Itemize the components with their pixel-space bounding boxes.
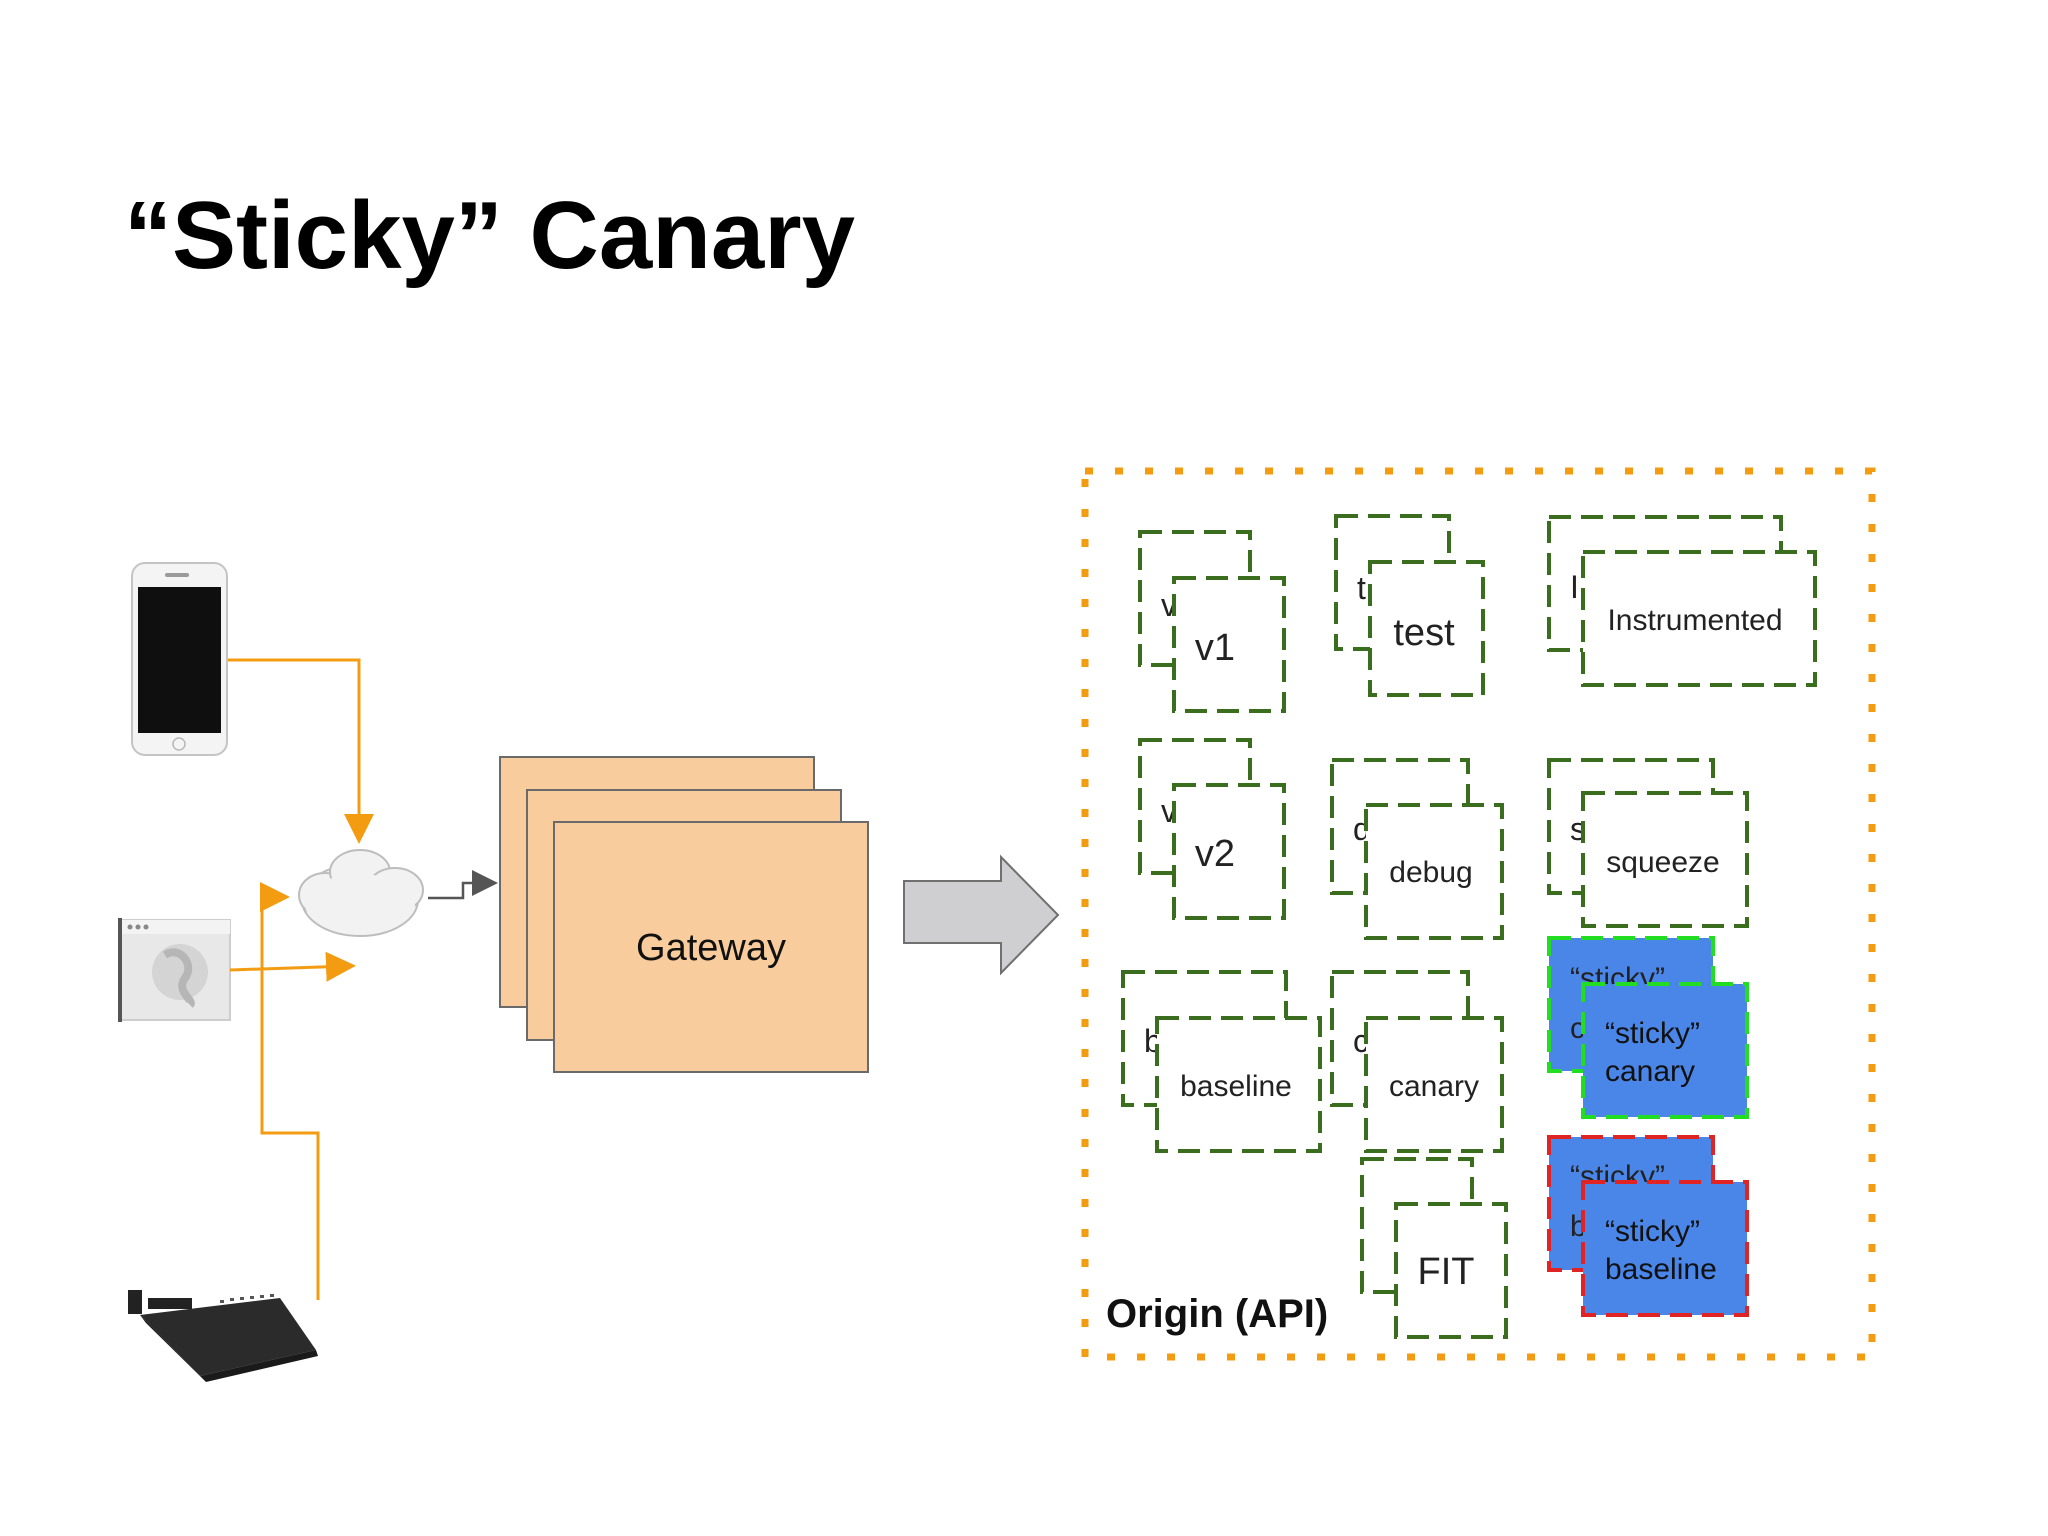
cluster-instrumented-back-stub: I [1570,569,1579,605]
gateway-to-origin-arrow [903,854,1060,976]
sticky-canary-line1: “sticky” [1605,1017,1700,1050]
cluster-fit-label: FIT [1418,1251,1475,1293]
cluster-instrumented-label: Instrumented [1607,604,1782,637]
gateway-label: Gateway [636,927,786,969]
origin-label: Origin (API) [1106,1292,1328,1336]
slide-title: “Sticky” Canary [124,182,856,289]
origin-boundary [1081,467,1876,1361]
cluster-fit [1360,1157,1508,1339]
cluster-squeeze-label: squeeze [1606,846,1719,879]
cloud-to-gateway-connector [428,870,498,900]
phone-icon [131,562,228,756]
cluster-sticky-baseline: “sticky” b “sticky” baseline [1547,1135,1749,1317]
sticky-baseline-line1: “sticky” [1605,1215,1700,1248]
browser-window-icon [118,918,231,1022]
cluster-test-label: test [1393,612,1455,654]
sticky-canary-line2: canary [1605,1055,1695,1088]
cluster-sticky-canary: “sticky” c “sticky” canary [1547,936,1749,1119]
cluster-test-back-stub: t [1357,570,1366,606]
sticky-baseline-line2: baseline [1605,1253,1717,1286]
cluster-canary-label: canary [1389,1070,1479,1103]
cluster-debug-label: debug [1389,856,1472,889]
settop-to-cloud-arrow [260,882,320,1300]
set-top-box-icon [128,1290,318,1382]
cluster-v2-label: v2 [1195,833,1235,875]
cluster-v1-label: v1 [1195,627,1235,669]
gateway-stack: Gateway [499,756,869,1073]
cluster-baseline-label: baseline [1180,1070,1292,1103]
cloud-icon [298,849,424,937]
client-arrows [228,658,374,1300]
phone-to-cloud-arrow [228,658,374,844]
browser-to-cloud-arrow [229,951,356,982]
